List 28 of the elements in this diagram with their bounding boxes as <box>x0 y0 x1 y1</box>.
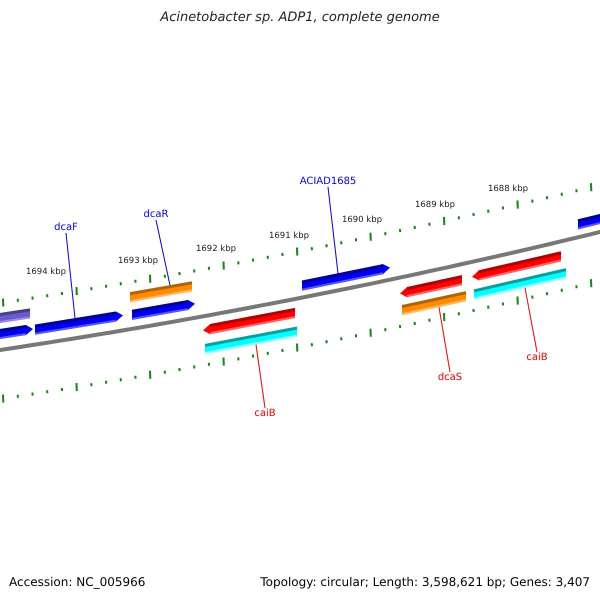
scale-label: 1691 kbp <box>268 231 310 241</box>
gene-block <box>302 264 390 291</box>
gene-label: dcaR <box>144 209 168 220</box>
scale-label: 1689 kbp <box>414 200 456 210</box>
gene-bar <box>402 291 466 316</box>
gene-bar <box>474 268 566 300</box>
gene-block <box>34 312 123 335</box>
leader-line <box>438 306 450 372</box>
gene-label: caiB <box>254 408 276 419</box>
scale-label: 1688 kbp <box>488 184 528 194</box>
leader-line <box>66 232 76 319</box>
leader-line <box>256 344 266 408</box>
leader-line <box>328 186 338 274</box>
footer-text: Topology: circular; Length: 3,598,621 bp; Genes: 3,407 <box>260 575 590 589</box>
scale-label: 1693 kbp <box>118 256 158 266</box>
gene-label: dcaF <box>54 222 78 233</box>
gene-label: caiB <box>526 352 548 363</box>
gene-bar <box>130 281 192 302</box>
gene-label: ACIAD1685 <box>300 176 356 187</box>
scale-label: 1694 kbp <box>26 267 66 277</box>
gene-bar <box>204 326 298 354</box>
leader-line <box>156 220 170 286</box>
title: Acinetobacter sp. ADP1, complete genome <box>160 10 440 25</box>
scale-label: 1692 kbp <box>196 244 236 254</box>
leader-line <box>524 287 538 352</box>
scale-label: 1690 kbp <box>342 215 382 225</box>
footer-text: Accession: NC_005966 <box>9 575 146 589</box>
gene-label: dcaS <box>438 372 462 383</box>
